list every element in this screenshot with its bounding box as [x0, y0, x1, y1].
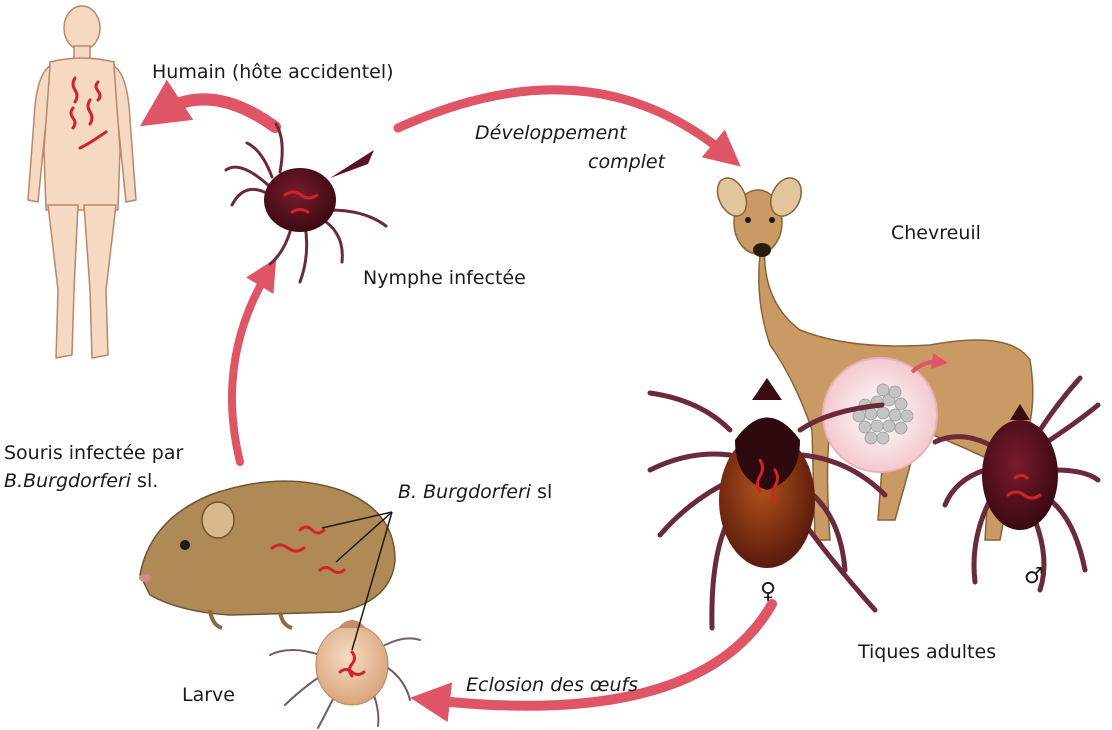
label-bacteria-species: B. Burgdorferi: [398, 481, 531, 503]
label-bacteria: B. Burgdorferi sl: [398, 480, 552, 504]
label-development-line1: Développement: [475, 121, 627, 145]
label-development-line2: complet: [588, 150, 665, 174]
label-adult-ticks: Tiques adultes: [858, 640, 996, 664]
label-human: Humain (hôte accidentel): [152, 60, 394, 84]
label-mouse-line2: B.Burgdorferi sl.: [4, 469, 158, 493]
human-figure: [28, 6, 136, 358]
label-female-symbol: ♀: [760, 578, 776, 606]
arrow-mouse-to-nymph: [232, 272, 268, 462]
arrow-nymph-to-human: [160, 99, 275, 127]
larva-tick: [270, 620, 420, 728]
label-hatching: Eclosion des œufs: [466, 673, 638, 697]
nymph-tick: [226, 124, 386, 282]
label-mouse-species: B.Burgdorferi: [4, 470, 131, 492]
label-larva: Larve: [182, 683, 235, 707]
label-mouse-line1: Souris infectée par: [4, 441, 183, 465]
mouse: [139, 481, 395, 628]
label-deer: Chevreuil: [891, 221, 981, 245]
label-bacteria-suffix: sl: [531, 481, 552, 503]
label-mouse-suffix: sl.: [131, 470, 158, 492]
label-nymph: Nymphe infectée: [363, 266, 526, 290]
label-male-symbol: ♂: [1024, 563, 1044, 591]
